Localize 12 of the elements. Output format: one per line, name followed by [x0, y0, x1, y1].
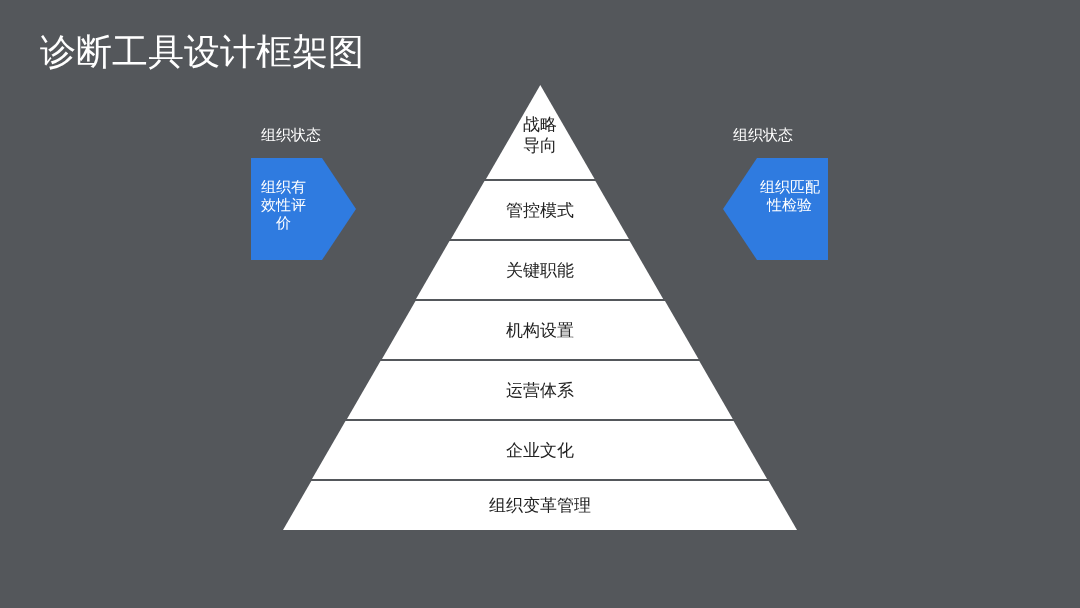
shape-label: 组织匹配性检验 [758, 178, 821, 214]
heading: 组织状态 [260, 126, 322, 145]
heading: 组织状态 [732, 126, 794, 145]
shape-label: 组织有效性评价 [259, 178, 307, 232]
title: 诊断工具设计框架图 [40, 30, 364, 74]
band-label: 运营体系 [505, 379, 575, 401]
band-label: 企业文化 [505, 439, 575, 461]
band-label: 机构设置 [505, 319, 575, 341]
band-label: 战略导向 [522, 114, 558, 157]
band-label: 关键职能 [505, 259, 575, 281]
band-label: 组织变革管理 [488, 495, 592, 517]
band-label: 管控模式 [505, 199, 575, 221]
